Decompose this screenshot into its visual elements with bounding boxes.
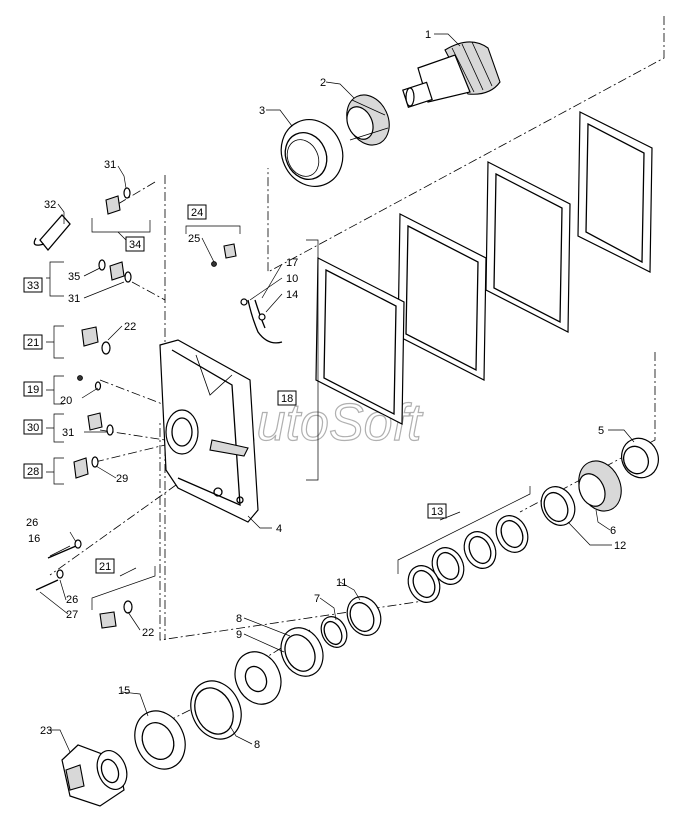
callout-1: 1 — [425, 29, 431, 41]
boxed-callout-18: 18 — [281, 393, 293, 405]
callout-12: 12 — [614, 540, 626, 552]
callout-2: 2 — [320, 77, 326, 89]
callout-8-upper: 8 — [236, 613, 242, 625]
callout-3: 3 — [259, 105, 265, 117]
callout-25: 25 — [188, 233, 200, 245]
shim-rings — [407, 515, 529, 603]
callout-20: 20 — [60, 395, 72, 407]
boxed-callout-21-lower: 21 — [99, 561, 111, 573]
callout-22-lower: 22 — [142, 627, 154, 639]
boxed-callouts: 13 18 19 21 21 24 28 30 33 34 — [23, 204, 447, 574]
callout-23: 23 — [40, 725, 52, 737]
bearing-cup — [280, 119, 344, 187]
callout-22-upper: 22 — [124, 321, 136, 333]
boxed-callout-13: 13 — [431, 506, 443, 518]
dipstick-tube — [240, 298, 283, 344]
boxed-callout-30: 30 — [27, 422, 39, 434]
callout-15: 15 — [118, 685, 130, 697]
transmission-housing — [159, 339, 259, 523]
boxed-callout-34: 34 — [129, 239, 141, 251]
callout-35: 35 — [68, 271, 80, 283]
small-hardware — [33, 187, 237, 629]
seal-rings — [134, 596, 382, 770]
boxed-callout-24: 24 — [191, 207, 203, 219]
callout-17: 17 — [286, 257, 298, 269]
gasket-stack — [315, 111, 653, 425]
callout-10: 10 — [286, 273, 298, 285]
callout-16: 16 — [28, 533, 40, 545]
pinion-gear-shaft — [402, 41, 501, 109]
callout-9: 9 — [236, 629, 242, 641]
callout-26-upper: 26 — [26, 517, 38, 529]
boxed-callout-28: 28 — [27, 466, 39, 478]
boxed-callout-21-upper: 21 — [27, 337, 39, 349]
callout-8-lower: 8 — [254, 739, 260, 751]
callout-32: 32 — [44, 199, 56, 211]
callout-5: 5 — [598, 425, 604, 437]
callout-14: 14 — [286, 289, 298, 301]
callout-27: 27 — [66, 609, 78, 621]
callout-7: 7 — [314, 593, 320, 605]
output-bearing-group — [540, 437, 659, 526]
callout-31-lower: 31 — [62, 427, 74, 439]
callout-26-lower: 26 — [66, 594, 78, 606]
output-flange — [61, 744, 128, 807]
boxed-callout-33: 33 — [27, 280, 39, 292]
callout-4: 4 — [276, 523, 282, 535]
callout-leaders — [39, 33, 635, 753]
callout-29: 29 — [116, 473, 128, 485]
callout-11: 11 — [336, 577, 347, 589]
callout-labels: 1 2 3 4 5 6 7 8 8 9 10 11 12 14 15 16 17… — [26, 29, 626, 751]
callout-31-top: 31 — [104, 159, 116, 171]
boxed-callout-19: 19 — [27, 384, 39, 396]
callout-6: 6 — [610, 525, 616, 537]
callout-31-middle: 31 — [68, 293, 80, 305]
roller-bearing — [346, 94, 390, 146]
